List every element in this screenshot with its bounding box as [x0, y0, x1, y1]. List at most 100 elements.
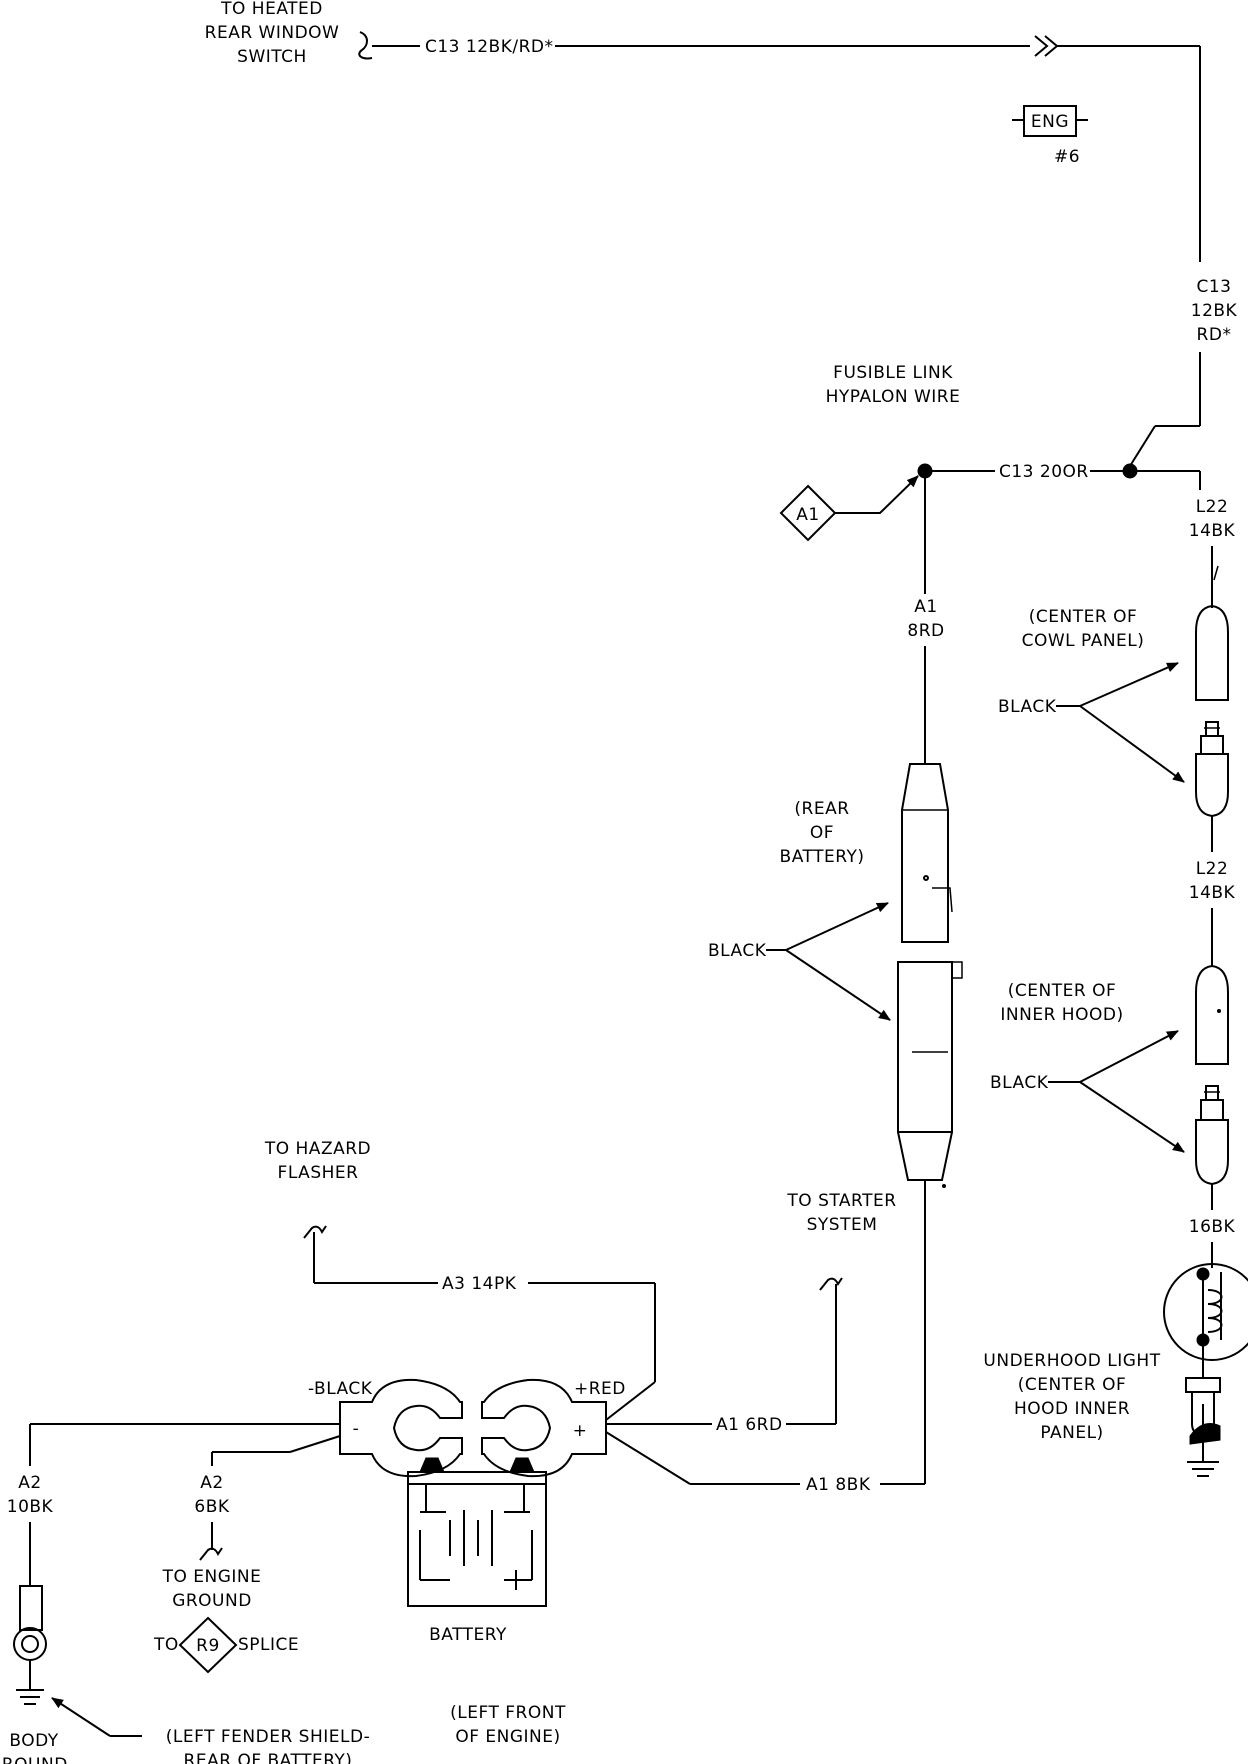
svg-text:C13: C13 — [1196, 277, 1231, 297]
svg-text:(LEFT FENDER SHIELD-: (LEFT FENDER SHIELD- — [166, 1727, 370, 1747]
heated-rear-window-label: TO HEATED REAR WINDOW SWITCH — [205, 0, 339, 67]
negative-terminal-clamp: - — [339, 1378, 463, 1478]
wire-a3-label: A3 14PK — [442, 1274, 517, 1294]
svg-text:-: - — [353, 1419, 360, 1439]
wire-c13-right-label: C13 12BK RD* — [1191, 277, 1238, 345]
black-hood-label: BLACK — [990, 1073, 1049, 1093]
svg-text:SYSTEM: SYSTEM — [807, 1215, 878, 1235]
svg-text:UNDERHOOD LIGHT: UNDERHOOD LIGHT — [983, 1351, 1160, 1371]
wire-tick — [1213, 565, 1219, 581]
fusible-link-label: FUSIBLE LINK HYPALON WIRE — [826, 363, 961, 407]
wire-a1-8bk-label: A1 8BK — [806, 1475, 871, 1495]
svg-text:OF: OF — [810, 823, 834, 843]
left-front-engine-label: (LEFT FRONT OF ENGINE) — [450, 1703, 566, 1747]
svg-text:8RD: 8RD — [907, 621, 944, 641]
fender-arrow — [51, 1697, 111, 1737]
battery-fusible-connector-male — [901, 763, 953, 943]
svg-text:HOOD INNER: HOOD INNER — [1014, 1399, 1130, 1419]
a1-arrow — [835, 475, 919, 514]
wire-break-symbol — [358, 31, 373, 60]
svg-text:BODY: BODY — [9, 1731, 58, 1751]
neg-black-label: -BLACK — [308, 1379, 373, 1399]
svg-text:R9: R9 — [196, 1636, 220, 1656]
svg-text:A2: A2 — [18, 1473, 41, 1493]
cowl-connector-female — [1195, 604, 1229, 701]
wire-a2-10bk-label: A2 10BK — [7, 1473, 54, 1517]
battery-conn-arrow-up — [785, 902, 889, 951]
starter-break-symbol — [819, 1277, 843, 1291]
svg-text:TO STARTER: TO STARTER — [786, 1191, 896, 1211]
connector-dot — [942, 1184, 946, 1188]
wire-c13-20or-label: C13 20OR — [999, 462, 1089, 482]
svg-text:BATTERY): BATTERY) — [780, 847, 865, 867]
eng-connector-box: ENG #6 — [1012, 105, 1088, 167]
cowl-arrow-down — [1079, 705, 1185, 783]
svg-text:TO HEATED: TO HEATED — [220, 0, 323, 19]
svg-text:A2: A2 — [200, 1473, 223, 1493]
battery-label: BATTERY — [429, 1625, 507, 1645]
positive-terminal-clamp: + — [481, 1378, 607, 1478]
wire-16bk-label: 16BK — [1189, 1217, 1236, 1237]
wire-a1-8rd-label: A1 8RD — [907, 597, 944, 641]
eng-number: #6 — [1054, 147, 1080, 167]
wire-a2-6bk-label: A2 6BK — [194, 1473, 229, 1517]
svg-text:14BK: 14BK — [1189, 521, 1236, 541]
svg-text:SWITCH: SWITCH — [237, 47, 307, 67]
splice-word-label: SPLICE — [238, 1635, 299, 1655]
hazard-flasher-label: TO HAZARD FLASHER — [264, 1139, 371, 1183]
svg-text:OF ENGINE): OF ENGINE) — [455, 1727, 560, 1747]
pos-red-label: +RED — [574, 1379, 626, 1399]
svg-text:(CENTER OF: (CENTER OF — [1018, 1375, 1126, 1395]
svg-text:6BK: 6BK — [194, 1497, 229, 1517]
svg-text:(LEFT FRONT: (LEFT FRONT — [450, 1703, 566, 1723]
svg-text:GROUND: GROUND — [172, 1591, 252, 1611]
svg-text:14BK: 14BK — [1189, 883, 1236, 903]
body-ground-ring-terminal-icon — [13, 1585, 47, 1661]
battery-conn-arrow-down — [785, 949, 891, 1021]
svg-text:L22: L22 — [1196, 497, 1229, 517]
svg-text:REAR OF BATTERY): REAR OF BATTERY) — [184, 1751, 353, 1764]
wire-a1-8bk-diagonal — [605, 1431, 691, 1485]
wire-l22-top-label: L22 14BK — [1189, 497, 1236, 541]
svg-text:(CENTER OF: (CENTER OF — [1029, 607, 1137, 627]
wire-c13-diagonal — [1129, 425, 1156, 467]
svg-text:HYPALON WIRE: HYPALON WIRE — [826, 387, 961, 407]
svg-text:12BK: 12BK — [1191, 301, 1238, 321]
center-hood-label: (CENTER OF INNER HOOD) — [1000, 981, 1123, 1025]
left-fender-label: (LEFT FENDER SHIELD- REAR OF BATTERY) — [166, 1727, 370, 1764]
svg-text:L22: L22 — [1196, 859, 1229, 879]
black-cowl-label: BLACK — [998, 697, 1057, 717]
splice-to-label: TO — [153, 1635, 179, 1655]
svg-text:+: + — [573, 1421, 588, 1441]
starter-system-label: TO STARTER SYSTEM — [786, 1191, 896, 1235]
rear-battery-label: (REAR OF BATTERY) — [780, 799, 865, 867]
svg-text:INNER HOOD): INNER HOOD) — [1000, 1005, 1123, 1025]
engine-ground-label: TO ENGINE GROUND — [162, 1567, 262, 1611]
underhood-light-label: UNDERHOOD LIGHT (CENTER OF HOOD INNER PA… — [983, 1351, 1160, 1443]
svg-text:FUSIBLE LINK: FUSIBLE LINK — [833, 363, 953, 383]
cowl-connector-male — [1195, 721, 1229, 818]
a1-diamond-connector: A1 — [779, 484, 837, 542]
svg-text:PANEL): PANEL) — [1040, 1423, 1103, 1443]
svg-text:COWL PANEL): COWL PANEL) — [1022, 631, 1145, 651]
svg-text:TO ENGINE: TO ENGINE — [162, 1567, 262, 1587]
r9-splice-diamond: R9 — [178, 1616, 238, 1674]
underhood-light-bulb-icon — [1163, 1263, 1248, 1361]
eng-label: ENG — [1031, 112, 1069, 132]
body-ground-label: BODY GROUND — [0, 1731, 67, 1764]
hazard-break-symbol — [303, 1225, 327, 1239]
wire-a1-6rd-label: A1 6RD — [716, 1415, 783, 1435]
wire-c13-top-label: C13 12BK/RD* — [425, 37, 553, 57]
center-cowl-label: (CENTER OF COWL PANEL) — [1022, 607, 1145, 651]
ground-symbol-left — [16, 1660, 44, 1705]
svg-text:(REAR: (REAR — [794, 799, 849, 819]
svg-text:FLASHER: FLASHER — [278, 1163, 359, 1183]
wire-l22-mid-label: L22 14BK — [1189, 859, 1236, 903]
wire-a2-6bk-diagonal — [289, 1435, 341, 1453]
cowl-arrow-up — [1079, 662, 1179, 707]
ground-symbol-right — [1187, 1440, 1219, 1477]
black-battery-label: BLACK — [708, 941, 767, 961]
svg-text:RD*: RD* — [1197, 325, 1232, 345]
svg-text:10BK: 10BK — [7, 1497, 54, 1517]
